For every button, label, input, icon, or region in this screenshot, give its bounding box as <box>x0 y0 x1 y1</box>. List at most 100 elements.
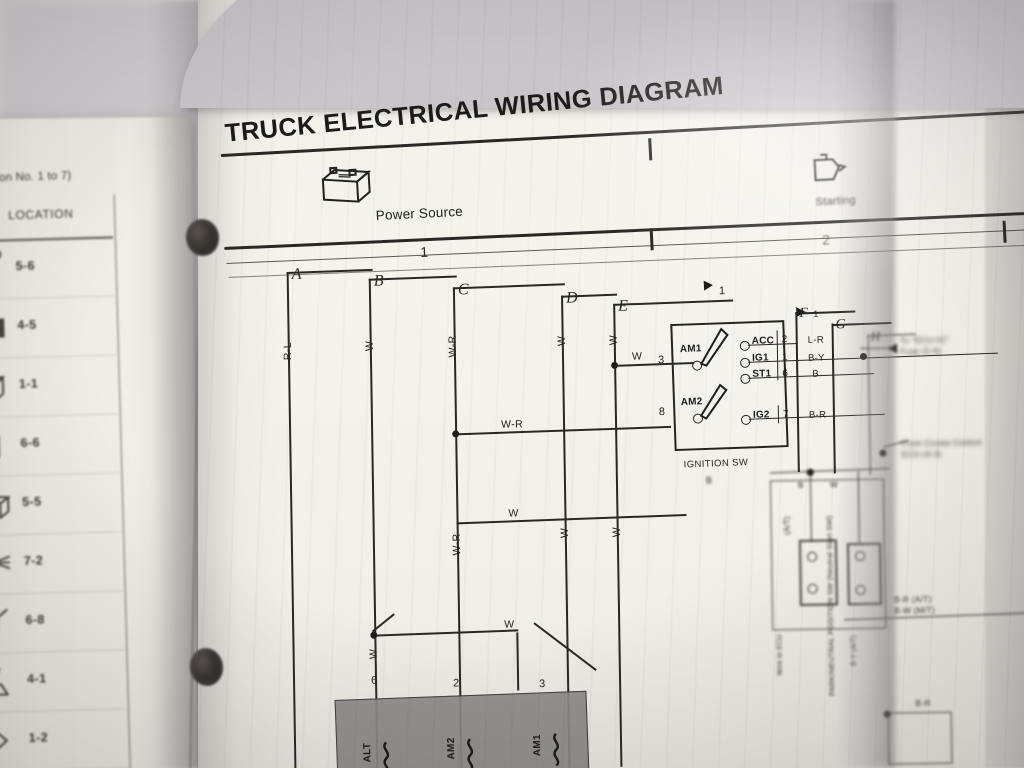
wire-code: W <box>610 526 623 538</box>
wire-code: W-R <box>446 335 459 358</box>
junction-node <box>370 631 378 639</box>
wiring-harness-icon <box>0 542 14 585</box>
fuse-label: ALT <box>362 742 374 763</box>
wire-code: W <box>363 340 376 352</box>
wire-code: W <box>558 527 571 539</box>
ecu-box-icon <box>0 483 13 526</box>
reference-note-2-sub: ECU (4-4) <box>901 448 942 460</box>
table-row: 4-5 <box>0 295 117 360</box>
section-label-c: C <box>457 281 469 299</box>
header-rule-thin-1 <box>226 229 1024 265</box>
mirror-icon <box>0 601 16 644</box>
table-row: 6-6 <box>0 413 120 478</box>
arrow-marker-icon <box>703 280 714 291</box>
wire-code: W-R <box>500 418 524 431</box>
wire-code: W <box>607 334 620 346</box>
reference-note-1: To "ECU-IG" Fuse (5-6) <box>900 335 950 357</box>
table-row: 5-5 <box>0 472 122 537</box>
switch-blade-icon <box>697 327 732 373</box>
location-value: 4-1 <box>26 671 47 686</box>
wire-code: W <box>508 507 519 520</box>
bottom-right-connector-box <box>887 711 953 765</box>
drop-line <box>516 632 519 691</box>
door-switch-icon <box>0 424 11 467</box>
wire-code: W <box>504 618 515 631</box>
wire-note: B-R (A/T) B-W (M/T) <box>894 594 935 616</box>
location-value: 1-1 <box>18 376 39 392</box>
diagonal-wire <box>533 622 597 671</box>
table-row: 6-8 <box>0 590 125 655</box>
left-page-heading: (Location No. 1 to 7) <box>0 169 72 186</box>
branch-wire-w2 <box>372 629 519 637</box>
table-row: 4-1 <box>0 649 127 714</box>
column-tick <box>649 228 654 251</box>
switch-blade-icon <box>698 383 731 425</box>
small-pin-label: B <box>797 480 804 491</box>
column-number: 2 <box>821 231 831 248</box>
fuse-terminal-number: 2 <box>453 677 460 690</box>
fuse-symbol-icon <box>462 737 479 768</box>
reference-note-2: From Cruise Control ECU (4-4) <box>901 437 982 460</box>
location-value: 1-2 <box>28 730 49 745</box>
arrow-marker-icon <box>796 306 806 318</box>
branch-wire-w <box>456 513 687 524</box>
section-top-e <box>613 299 734 306</box>
location-column-header: LOCATION <box>0 194 113 243</box>
location-table: LOCATION 5-6 4-5 <box>0 194 133 768</box>
wire-note-at: B-R (A/T) <box>893 593 932 605</box>
section-label-b: B <box>373 272 384 290</box>
section-line-f <box>795 312 800 473</box>
ignition-pin-am2: 8 <box>658 406 666 419</box>
page-title: TRUCK ELECTRICAL WIRING DIAGRAM <box>223 71 725 148</box>
section-top-c <box>452 283 565 289</box>
wire-code-acc: L-R <box>807 334 825 346</box>
location-value: 6-6 <box>20 435 41 451</box>
column-tick <box>1002 220 1007 243</box>
battery-icon <box>0 365 10 408</box>
wire-code: R-L <box>281 341 295 361</box>
header-rule-thin-2 <box>228 244 1024 279</box>
table-row: 7-2 <box>0 531 123 596</box>
location-value: 6-8 <box>25 612 45 627</box>
reference-note-1-main: To "ECU-IG" <box>899 334 950 346</box>
wiring-diagram: TRUCK ELECTRICAL WIRING DIAGRAM Power So… <box>194 0 1024 768</box>
wire-note-br: B-R <box>915 697 931 709</box>
contact-point <box>807 583 818 594</box>
connector-icon <box>0 247 6 290</box>
location-value: 5-5 <box>22 494 42 510</box>
shift-lever-icon <box>0 660 18 703</box>
table-row: 1-1 <box>0 354 118 419</box>
power-source-label: Power Source <box>375 203 464 224</box>
battery-icon <box>316 156 387 215</box>
location-header-label: LOCATION <box>7 206 74 223</box>
fuse-label: AM2 <box>445 737 458 760</box>
wire-code-small: B <box>705 475 713 486</box>
fuse-symbol-icon <box>548 732 565 768</box>
page-right-curl <box>835 0 895 768</box>
fuse-terminal-number: 3 <box>539 678 546 691</box>
ignition-switch-caption: IGNITION SW <box>683 457 749 471</box>
section-line-b <box>368 278 379 768</box>
contact-point <box>807 551 818 562</box>
wire-note-vertical-2: Wire to ECU <box>776 634 785 676</box>
section-label-e: E <box>618 297 629 315</box>
junction-node <box>452 430 460 438</box>
fuse-label: AM1 <box>531 734 544 757</box>
wire-code: W <box>631 350 643 363</box>
location-value: 7-2 <box>23 553 44 568</box>
column-tick <box>648 138 652 161</box>
left-page: (Location No. 1 to 7) LOCATION 5-6 <box>0 116 199 768</box>
transmission-note: (A/T) <box>782 516 792 536</box>
arrow-marker-number: 1 <box>718 285 726 298</box>
wire-code: W <box>367 648 380 660</box>
table-row: 1-2 <box>0 708 128 768</box>
location-value: 5-6 <box>15 258 36 274</box>
wire-note-mt: B-W (M/T) <box>893 604 936 616</box>
header-rule-mid <box>224 211 1024 251</box>
location-value: 4-5 <box>17 317 37 333</box>
fuse-symbol-icon <box>378 740 395 768</box>
reference-note-2-main: From Cruise Control <box>901 437 982 449</box>
wire-code: W-R <box>450 533 464 556</box>
starter-motor-icon <box>0 719 19 762</box>
